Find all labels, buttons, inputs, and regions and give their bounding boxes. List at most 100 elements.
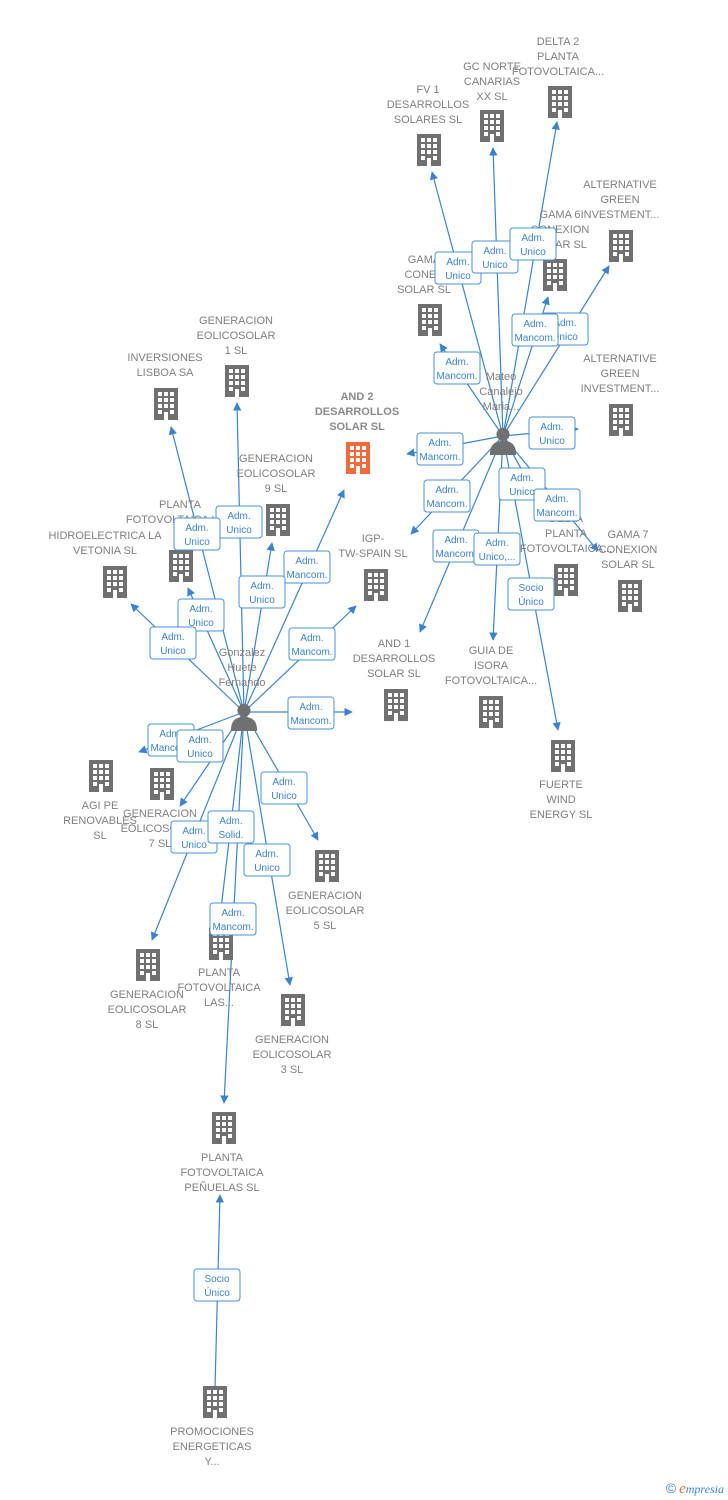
relation-edge [502,265,610,437]
relation-badge-r_geneol3[interactable]: Adm.Unico [243,843,291,877]
building-icon [479,696,503,728]
footer-brand[interactable]: ©empresia [666,1480,724,1498]
company-node-igp[interactable]: IGP-TW-SPAIN SL [338,533,408,601]
relation-badge-r_gama6b[interactable]: Adm. Mancom. [511,313,559,347]
brand-initial: e [679,1481,686,1497]
node-label: FOTOVOLTAICA... [445,675,537,687]
relation-badge-r_geneol5[interactable]: Adm.Unico [260,771,308,805]
relation-label: Adm. [435,485,458,496]
relation-label: Unico [226,525,252,536]
node-label: CONEX [404,269,444,281]
relation-badge-r_and2_g[interactable]: Adm.Mancom. [283,550,331,584]
relation-badge-box [507,577,555,611]
company-node-altgreen1[interactable]: ALTERNATIVEGREENINVESTMENT... [581,179,660,262]
node-label: HIDROELECTRICA LA [48,530,162,542]
relation-label: Adm. [250,581,273,592]
building-icon [154,388,178,420]
relation-badge-r_m_delta[interactable]: Adm.Mancom. [533,488,581,522]
building-icon [618,580,642,612]
building-icon [136,949,160,981]
brand-name: mpresia [685,1482,724,1496]
relation-badge-r_plantalas[interactable]: Adm.Mancom. [209,902,257,936]
node-label: GUIA DE [469,645,514,657]
relation-edge [243,489,345,713]
relation-badge-r_solid[interactable]: Adm.Solid. [207,810,255,844]
node-label: GAMA 6 [540,209,581,221]
company-node-altgreen2[interactable]: ALTERNATIVEGREENINVESTMENT... [581,353,660,436]
relation-label: Adm. [272,777,295,788]
relation-badge-r_gamaX[interactable]: Adm.Mancom. [433,351,481,385]
relation-label: Unico [509,487,535,498]
node-label: INVESTMENT... [581,209,660,221]
relation-label: Adm. [444,535,467,546]
relation-badge-r_hidro[interactable]: Adm.Unico [149,626,197,660]
relation-label: Unico,... [479,552,516,563]
relation-label: Adm. [483,246,506,257]
relation-badge-r_delta2[interactable]: Adm.Unico [509,227,557,261]
relation-badge-box [287,696,335,730]
company-node-guia[interactable]: GUIA DEISORAFOTOVOLTAICA... [445,645,537,728]
relation-badge-r_geneol7[interactable]: Adm.Unico [176,729,224,763]
relation-badge-r_igp_g[interactable]: Adm.Mancom. [288,627,336,661]
relation-badge-r_geneol9[interactable]: Adm.Unico [215,505,263,539]
company-node-promociones[interactable]: PROMOCIONESENERGETICASY... [170,1386,254,1468]
company-node-delta2[interactable]: DELTA 2PLANTAFOTOVOLTAICA... [512,36,604,118]
company-node-plantalas[interactable]: PLANTAFOTOVOLTAICALAS... [177,928,261,1009]
node-label: PLANTA [201,1152,244,1164]
building-icon [554,564,578,596]
relation-badge-box [176,729,224,763]
relation-badge-r_plantala[interactable]: Adm.Unico [173,517,221,551]
node-label: SOLAR SL [601,559,655,571]
relation-badge-r_and2_m[interactable]: Adm.Mancom. [416,432,464,466]
relation-badge-box [416,432,464,466]
relation-label: Adm. [523,319,546,330]
node-label: CONEXION [599,544,658,556]
node-label: FOTOVOLTAICA... [512,66,604,78]
node-label: EOLICOSOLAR [237,468,316,480]
relation-label: Mancom. [286,570,327,581]
node-label: Fernando [218,677,265,689]
person-node-mateo[interactable]: MateoCanalejoMaria... [479,371,523,455]
relation-badge-box [149,626,197,660]
relation-edge [168,426,245,713]
node-label: Huete [227,662,256,674]
relation-badge-box [288,627,336,661]
relation-label: Mancom. [514,333,555,344]
relation-badge-r_m_and1[interactable]: Adm.Mancom. [432,529,480,563]
relation-badge-r_geneol1[interactable]: Adm.Unico [238,575,286,609]
node-label: DESARROLLOS [353,653,436,665]
relation-label: Adm. [299,702,322,713]
relation-badge-r_invlisboa[interactable]: Adm.Unico [177,598,225,632]
node-label: FUERTE [539,779,583,791]
relation-badge-r_geneol8[interactable]: Adm.Unico [170,820,218,854]
node-label: GENERACION [255,1034,329,1046]
relation-label: Solid. [218,830,243,841]
relation-label: Único [204,1286,230,1299]
relation-badge-r_m_igp[interactable]: Adm.Mancom. [423,479,471,513]
building-icon [89,760,113,792]
relation-badge-r_and1_g[interactable]: Adm.Mancom. [287,696,335,730]
relation-badge-r_alt2[interactable]: Adm.Unico [528,416,576,450]
node-label: GENERACION [239,453,313,465]
relation-badge-r_m_unico2[interactable]: Adm.Unico,... [473,532,521,566]
